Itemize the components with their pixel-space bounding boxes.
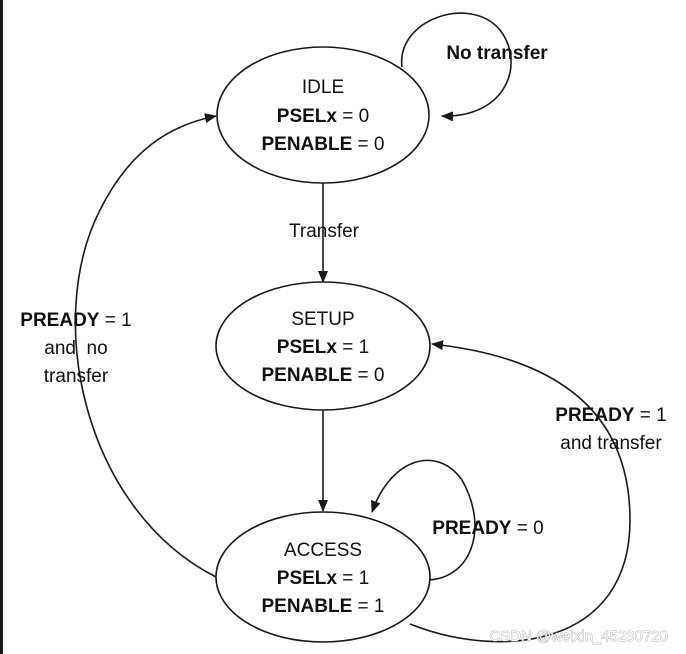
arrow-access-self-loop <box>370 459 476 581</box>
arrow-access-to-setup <box>409 340 631 643</box>
label-pready-one-notransfer-line1: PREADY = 1 <box>20 310 131 331</box>
state-access: ACCESS PSELx = 1 PENABLE = 1 <box>215 511 431 643</box>
arrow-idle-self-loop <box>401 12 512 122</box>
state-access-ellipse <box>215 511 431 643</box>
state-idle-name: IDLE <box>302 77 344 98</box>
label-pready-one-transfer-line1: PREADY = 1 <box>555 405 666 426</box>
state-idle-psel: PSELx = 0 <box>277 106 369 127</box>
label-pready-one-notransfer-line2: and no <box>44 338 107 359</box>
state-setup-name: SETUP <box>291 309 354 330</box>
state-access-psel: PSELx = 1 <box>277 568 369 589</box>
state-access-name: ACCESS <box>284 540 362 561</box>
state-idle: IDLE PSELx = 0 PENABLE = 0 <box>216 46 430 184</box>
state-idle-ellipse <box>216 46 430 184</box>
state-access-penable: PENABLE = 1 <box>261 596 384 617</box>
watermark-text: CSDN @weixin_45230720 <box>489 628 668 645</box>
state-idle-penable: PENABLE = 0 <box>261 134 384 155</box>
label-transfer: Transfer <box>289 221 360 242</box>
label-pready-zero: PREADY = 0 <box>432 518 543 539</box>
label-pready-one-notransfer-line3: transfer <box>44 366 109 387</box>
state-setup-penable: PENABLE = 0 <box>261 365 384 386</box>
state-setup-psel: PSELx = 1 <box>277 337 369 358</box>
arrow-access-to-idle <box>74 113 217 578</box>
label-pready-one-transfer-line2: and transfer <box>560 433 662 454</box>
state-setup-ellipse <box>215 281 431 411</box>
state-setup: SETUP PSELx = 1 PENABLE = 0 <box>215 281 431 411</box>
left-edge-bar <box>0 0 3 654</box>
label-no-transfer: No transfer <box>446 43 548 64</box>
